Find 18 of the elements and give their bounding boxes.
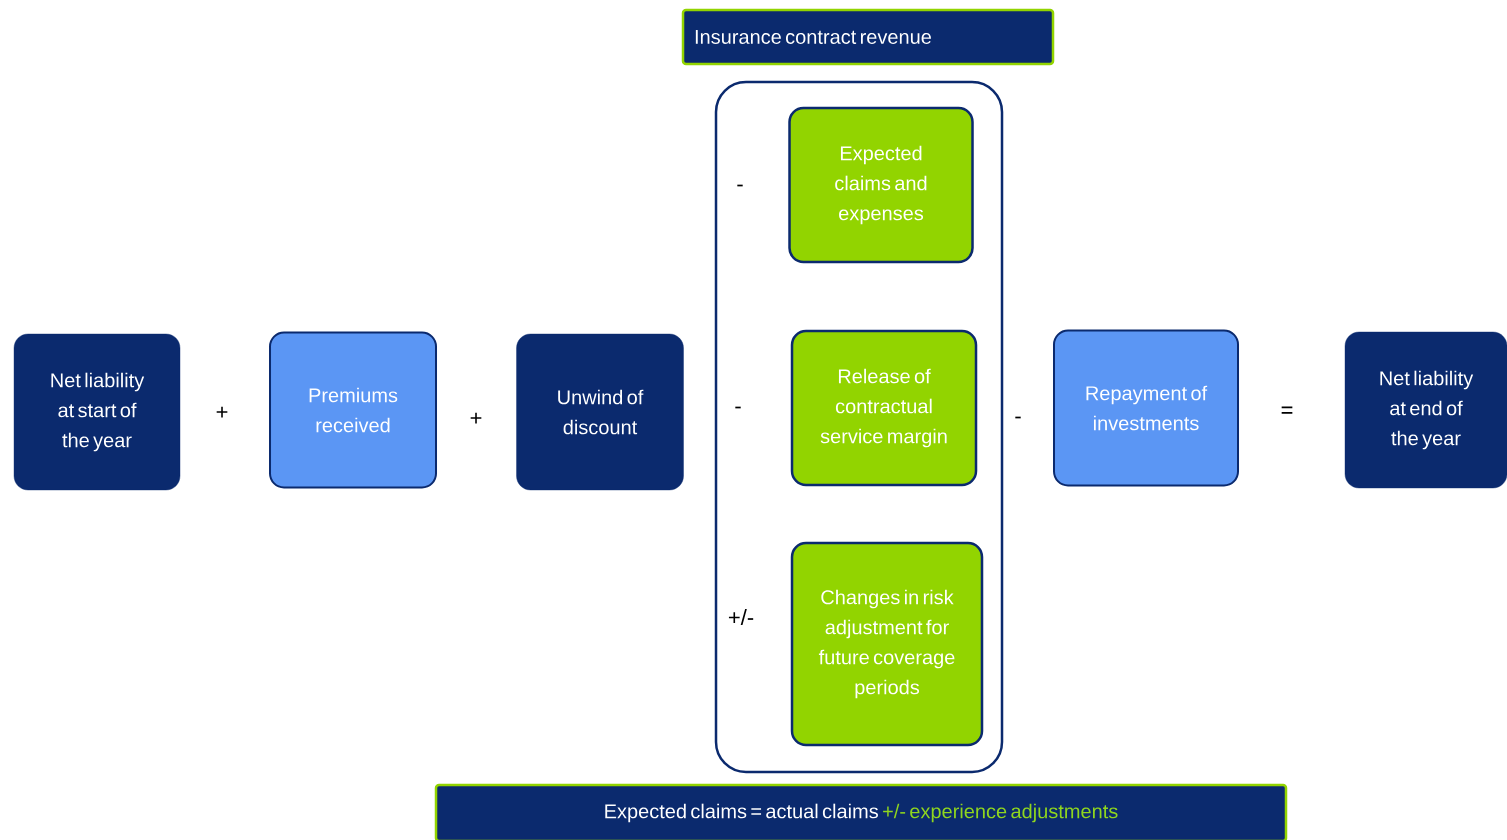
operator-sign: -: [1015, 416, 1021, 419]
operator-sign: -: [735, 406, 741, 409]
process-box: Changes in risk adjustment for future coverage periods: [790, 541, 984, 747]
operator-sign: +/-: [728, 608, 754, 626]
operator-sign: +: [216, 406, 228, 418]
process-box: Net liability at start of the year: [13, 333, 181, 491]
process-box: Unwind of discount: [516, 333, 684, 491]
operator-sign: =: [1281, 406, 1293, 414]
process-box: Repayment of investments: [1053, 329, 1239, 487]
group-outline: [714, 80, 1004, 774]
process-box: Premiums received: [269, 331, 437, 489]
note-bar: Expected claims = actual claims +/- experience adjustments: [434, 783, 1288, 840]
operator-sign: +: [470, 412, 482, 424]
process-box: Net liability at end of the year: [1344, 331, 1507, 489]
operator-sign: -: [737, 184, 743, 187]
process-box: Expected claims and expenses: [788, 106, 974, 264]
process-box: Release of contractual service margin: [790, 329, 978, 487]
header-box: Insurance contract revenue: [681, 8, 1055, 66]
